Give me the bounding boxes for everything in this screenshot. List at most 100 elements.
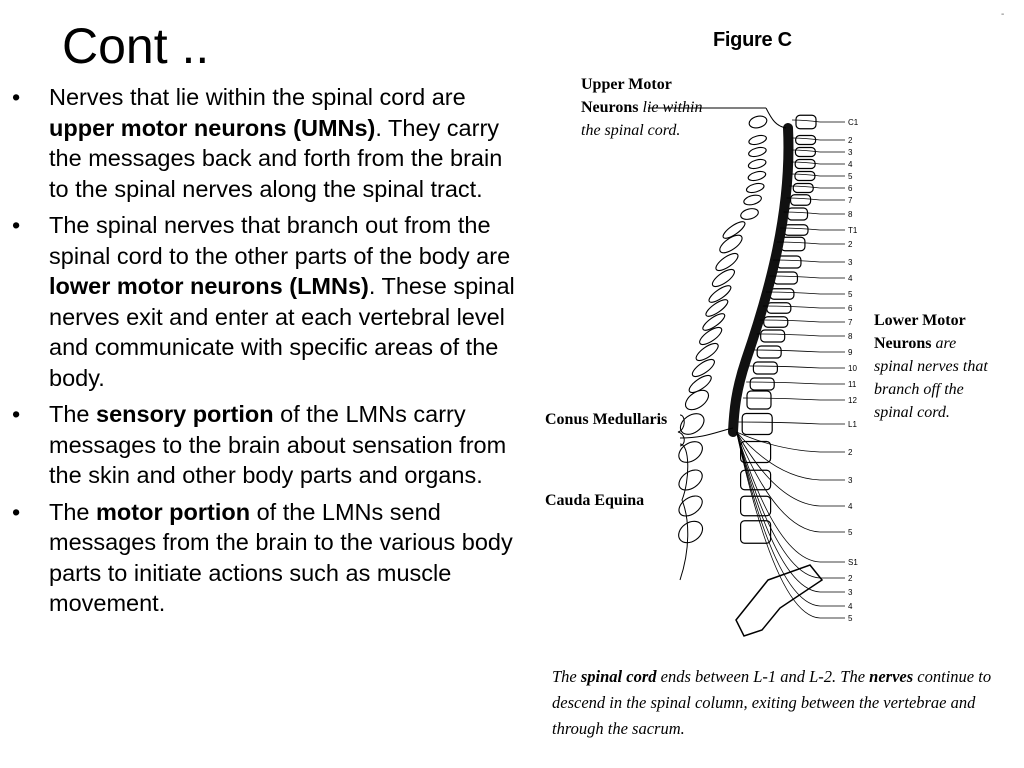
level-label: 8 [848,332,853,341]
spinous-process [708,285,732,303]
nerve-line [791,161,821,165]
spinous-process [715,252,739,272]
nerve-line [783,211,821,215]
vertebral-body [769,288,795,300]
level-label: 4 [848,502,853,511]
bullet-dot: • [12,212,21,238]
spinous-process [745,182,765,194]
level-label: 3 [848,148,853,157]
level-label: 9 [848,348,853,357]
level-label: 5 [848,614,853,623]
nerve-line [756,333,821,337]
spinous-process [748,115,768,129]
vertebral-body [749,377,775,391]
vertebral-body [783,224,809,236]
vertebral-body [795,114,817,130]
level-label: 10 [848,364,857,373]
vertebral-body [794,170,816,182]
vertebral-body [766,302,792,314]
vertebral-body [795,134,817,146]
spinous-process [688,374,712,394]
spinous-process [748,146,767,158]
nerve-line [790,173,821,177]
level-label: 4 [848,602,853,611]
bullet-dot: • [12,401,21,427]
vertebral-body [794,146,816,158]
level-label: 8 [848,210,853,219]
vertebral-body [790,194,812,206]
spinous-process [719,234,743,254]
level-label: 3 [848,476,853,485]
spinous-process [678,441,703,463]
level-label: 2 [848,574,853,583]
nerve-line [791,149,821,153]
spinous-process [740,208,759,220]
spinous-process [747,158,767,170]
nerve-line [736,431,821,607]
spinous-process [695,342,719,362]
nerve-line [776,241,821,245]
level-label: S1 [848,558,858,567]
spinous-process [679,413,705,435]
figure-title: Figure C [713,29,792,51]
spinous-process [722,221,746,239]
vertebral-body [740,520,772,544]
level-label: L1 [848,420,857,429]
bullet-dot: • [12,498,21,525]
nerve-line [736,431,821,563]
nerve-line [765,291,821,295]
level-label: 4 [848,160,853,169]
vertebral-body [763,316,789,328]
level-label: 2 [848,136,853,145]
nerve-line [736,431,821,507]
nerve-line [791,119,821,123]
cauda-bracket [679,443,689,581]
vertebral-body [741,412,773,436]
nerve-line [786,197,821,201]
upper-motor-neurons-label: Upper Motor Neurons lie within the spina… [581,76,703,139]
spinous-process [699,326,723,346]
nerve-line [736,431,821,533]
level-label: 3 [848,588,853,597]
spinous-process [705,299,729,317]
conus-medullaris-label: Conus Medullaris [545,411,668,428]
level-label: 2 [848,240,853,249]
vertebral-body [756,345,782,359]
level-label: 7 [848,318,853,327]
vertebral-body [794,158,816,170]
level-label: 6 [848,304,853,313]
nerve-line [789,185,821,189]
bullet-item: •The sensory portion of the LMNs carry m… [12,401,507,488]
nerve-line [759,319,821,323]
bullet-item: •Nerves that lie within the spinal cord … [12,84,503,202]
nerve-line [749,365,821,369]
level-label: 12 [848,396,857,405]
vertebral-body [752,361,778,375]
bullet-list: •Nerves that lie within the spinal cord … [12,82,517,625]
nerve-line [736,431,821,481]
nerve-line [762,305,821,309]
upper-label-arrow [765,107,787,129]
nerve-line [791,137,821,141]
nerve-line [769,275,821,279]
nerve-line [753,349,821,353]
level-label: 2 [848,448,853,457]
vertebral-body [786,207,809,221]
figure-caption: The spinal cord ends between L-1 and L-2… [552,667,992,738]
bullet-dot: • [12,84,21,110]
level-label: T1 [848,226,858,235]
nerve-line [736,431,821,453]
spinous-process [691,358,715,378]
vertebral-body [760,329,786,343]
nerve-line [736,431,821,619]
cauda-equina-label: Cauda Equina [545,492,645,509]
slide-title: Cont .. [62,18,210,74]
level-label: 7 [848,196,853,205]
conus-leader [679,427,734,439]
level-label: 6 [848,184,853,193]
bullet-item: •The spinal nerves that branch out from … [12,212,515,391]
sacrum [735,564,824,637]
nerve-line [746,381,821,385]
